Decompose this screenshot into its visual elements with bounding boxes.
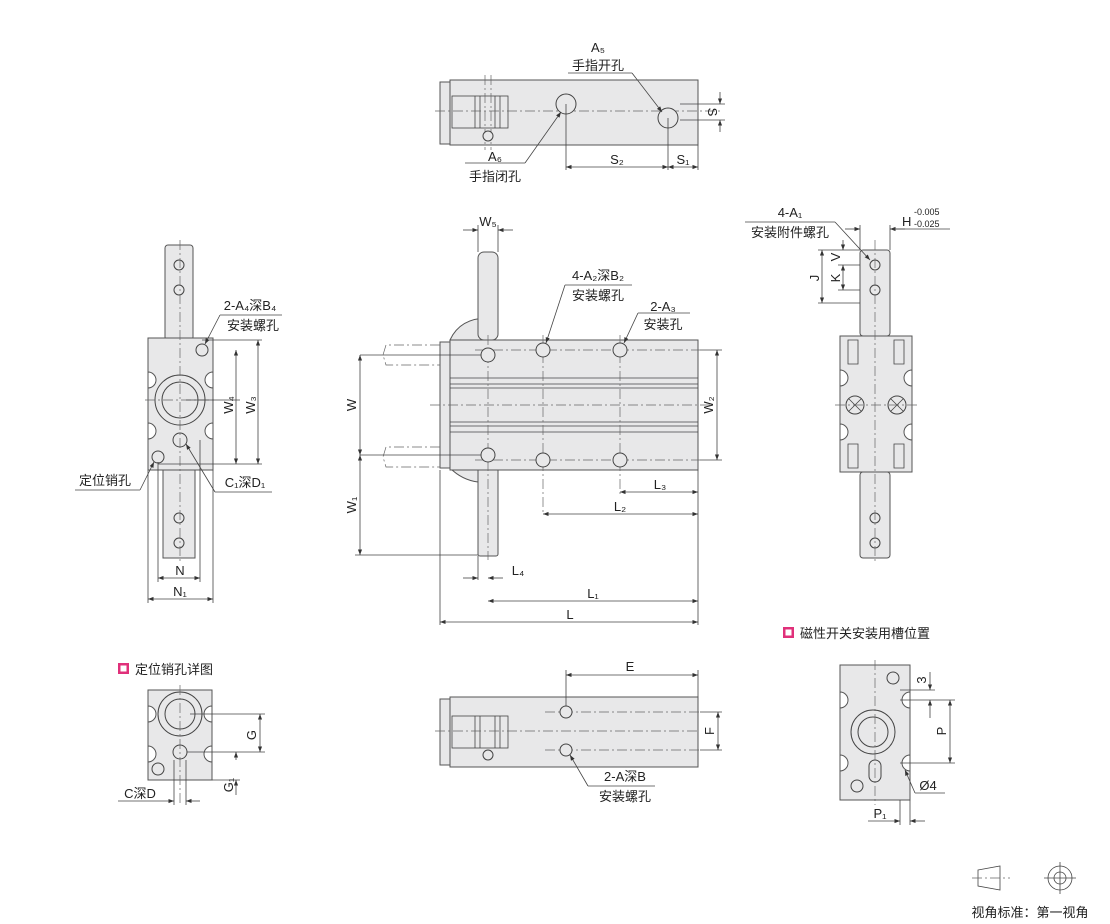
bottom-view: E F 2-A深B 安装螺孔 [435, 659, 722, 804]
l1-label: L₁ [587, 586, 599, 601]
n1-label: N₁ [173, 584, 187, 599]
top-view: A₅ 手指开孔 A₆ 手指闭孔 S₂ S₁ S [435, 40, 725, 184]
dim-3-label: 3 [914, 676, 929, 683]
switch-slot-title: 磁性开关安装用槽位置 [800, 626, 930, 641]
e-label: E [626, 659, 635, 674]
d4-label: Ø4 [919, 778, 936, 793]
h-upper-tolerance: -0.005 [914, 207, 940, 217]
pin-detail: 定位销孔详图 G G₁ C深D [118, 662, 265, 805]
v-label: V [828, 252, 843, 261]
g1-label: G₁ [221, 777, 236, 792]
j-label: J [807, 275, 822, 282]
p1-label: P₁ [873, 806, 887, 821]
g-label: G [244, 730, 259, 740]
w3-label: W₃ [243, 396, 258, 414]
a6-label: A₆ [488, 149, 502, 164]
a2-label: 4-A₂深B₂ [572, 268, 624, 283]
a1-label: 4-A₁ [778, 205, 803, 220]
pin-detail-title: 定位销孔详图 [135, 662, 213, 677]
a4-label: 2-A₄深B₄ [224, 298, 277, 313]
p-label: P [934, 727, 949, 736]
h-lower-tolerance: -0.025 [914, 219, 940, 229]
a5-label: A₅ [591, 40, 605, 55]
f-label: F [702, 727, 717, 735]
a3-desc: 安装孔 [643, 317, 682, 332]
w4-label: W₄ [221, 396, 236, 414]
left-view: W₄ W₃ 2-A₄深B₄ 安装螺孔 定位销孔 C₁深D₁ N N₁ [75, 240, 282, 603]
cd-label: C深D [124, 786, 156, 801]
a6-desc: 手指闭孔 [469, 169, 521, 184]
c1-label: C₁深D₁ [225, 475, 266, 490]
l3-label: L₃ [654, 477, 667, 492]
switch-slot-view: 磁性开关安装用槽位置 3 P Ø4 P₁ [783, 626, 955, 825]
h-label: H [902, 214, 911, 229]
concentric-circles-icon [1044, 862, 1076, 894]
l4-label: L₄ [512, 563, 525, 578]
a1-desc: 安装附件螺孔 [751, 225, 829, 240]
a3-label: 2-A₃ [650, 299, 676, 314]
a5-desc: 手指开孔 [572, 58, 624, 73]
truncated-cone-icon [977, 865, 1001, 891]
w2-label: W₂ [701, 396, 716, 413]
l-label: L [566, 607, 573, 622]
a-desc: 安装螺孔 [599, 789, 651, 804]
projection-symbol: 视角标准：第一视角 [971, 862, 1089, 920]
w1-label: W₁ [344, 496, 359, 513]
l2-label: L₂ [614, 499, 626, 514]
w-label: W [344, 398, 359, 411]
projection-label: 视角标准：第一视角 [971, 905, 1088, 920]
main-view: W₅ W W₁ W₂ L₃ L₂ L₄ L₁ L 4-A₂深B₂ 安装螺孔 2-… [344, 214, 722, 625]
a-label: 2-A深B [604, 769, 646, 784]
s-label: S [705, 108, 720, 117]
s1-label: S₁ [676, 152, 690, 167]
s2-label: S₂ [610, 152, 624, 167]
w5-label: W₅ [479, 214, 497, 229]
pin-hole-label: 定位销孔 [79, 473, 131, 488]
k-label: K [828, 273, 843, 282]
a2-desc: 安装螺孔 [572, 288, 624, 303]
n-label: N [175, 563, 184, 578]
right-view: H -0.005 -0.025 4-A₁ 安装附件螺孔 J K V [745, 205, 950, 562]
a4-desc: 安装螺孔 [227, 318, 279, 333]
